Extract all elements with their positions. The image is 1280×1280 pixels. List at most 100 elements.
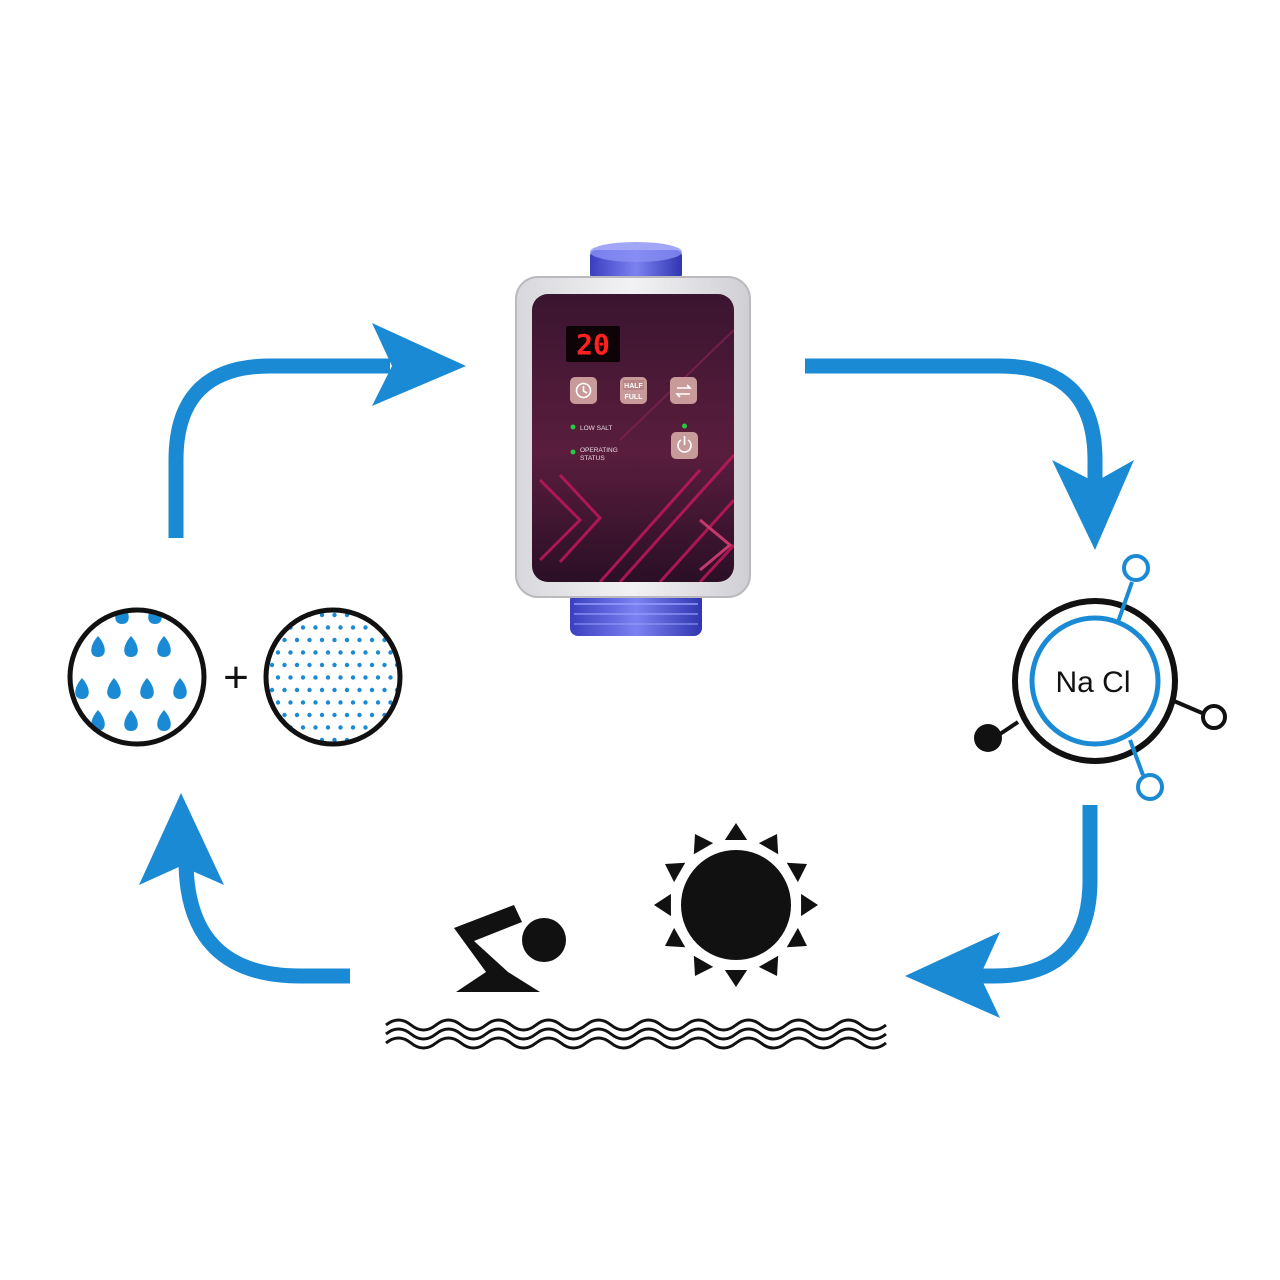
timer-button[interactable]	[570, 377, 597, 404]
salt-dot	[300, 675, 306, 680]
salt-dot	[382, 662, 387, 668]
salt-dot	[319, 712, 325, 718]
salt-particles-icon	[263, 607, 405, 747]
pool-scene	[385, 823, 887, 1050]
salt-dot	[369, 662, 375, 668]
salt-dot	[332, 612, 337, 618]
water-drop	[173, 678, 187, 699]
salt-dot	[307, 687, 312, 693]
digital-display	[566, 326, 620, 362]
salt-dot	[369, 637, 375, 643]
salt-dot	[382, 737, 387, 743]
salt-dot	[294, 737, 300, 743]
salt-dot	[319, 687, 325, 693]
sun-ray	[693, 955, 714, 977]
salt-dot	[307, 712, 312, 718]
salt-dot	[288, 650, 293, 655]
salt-dot	[275, 625, 281, 630]
arrowhead-left	[905, 932, 1000, 1018]
salt-dot	[300, 725, 306, 730]
sun-ray	[664, 862, 686, 883]
salt-dot	[269, 737, 275, 743]
salt-dot	[350, 625, 356, 630]
salt-dot	[363, 675, 368, 680]
salt-dot	[319, 637, 325, 643]
salt-dot	[338, 650, 343, 655]
salt-dot	[313, 675, 318, 680]
half-full-button[interactable]: HALF FULL	[620, 377, 647, 404]
salt-dot	[313, 700, 318, 705]
cycle-button[interactable]	[670, 377, 697, 404]
water-drop	[157, 710, 171, 731]
salt-dot	[401, 650, 405, 654]
salt-dot	[319, 662, 325, 668]
salt-dot	[388, 650, 393, 655]
salt-dot	[275, 700, 281, 705]
arrow-inputs-to-device	[168, 358, 390, 538]
salt-dot	[344, 662, 350, 668]
salt-dot	[300, 650, 306, 655]
arrow-pool-to-inputs	[178, 859, 350, 984]
salt-dot	[357, 687, 362, 693]
water-drop	[107, 678, 121, 699]
water-drop	[124, 710, 138, 731]
salt-dot	[300, 700, 306, 705]
salt-dot	[288, 675, 293, 680]
salt-dot	[313, 650, 318, 655]
sun-icon	[654, 823, 818, 987]
salt-dot	[282, 637, 287, 643]
salt-dot	[282, 612, 287, 618]
sun-ray	[664, 927, 686, 948]
sun-ray	[801, 893, 818, 917]
salt-dot	[394, 612, 400, 618]
swimmer-icon	[454, 905, 566, 992]
salt-dot	[275, 675, 281, 680]
salt-dot	[332, 712, 337, 718]
salt-dot	[388, 675, 393, 680]
salt-dot	[350, 700, 356, 705]
sun-ray	[758, 833, 779, 855]
inner-ring	[1029, 615, 1161, 747]
molecule-label: Na Cl	[1055, 666, 1130, 699]
salt-dot	[325, 725, 331, 730]
water-drop	[157, 636, 171, 657]
water-plus-salt: +	[67, 607, 405, 747]
salt-dot	[375, 675, 381, 680]
salt-dot	[319, 612, 325, 618]
salt-dot	[350, 675, 356, 680]
salt-dot	[344, 637, 350, 643]
salt-dot	[332, 662, 337, 668]
salt-dot	[363, 650, 368, 655]
arrow-molecule-to-pool	[970, 805, 1098, 984]
salt-dot	[382, 687, 387, 693]
sun-ray	[724, 823, 748, 840]
salt-dot	[401, 625, 405, 629]
water-drops-icon	[67, 607, 207, 747]
low-salt-label: LOW SALT	[580, 425, 612, 432]
sun-ray	[786, 927, 808, 948]
salt-dot	[282, 662, 287, 668]
salt-dot	[282, 712, 287, 718]
salt-dot	[369, 712, 375, 718]
water-drop	[140, 678, 154, 699]
salt-dot	[369, 687, 375, 693]
power-button[interactable]	[671, 432, 698, 459]
salt-dot	[275, 725, 281, 730]
salt-dot	[375, 700, 381, 705]
waves-icon	[385, 1018, 887, 1050]
salt-dot	[338, 725, 343, 730]
clock-icon	[575, 382, 592, 399]
salt-dot	[357, 637, 362, 643]
salt-dot	[357, 662, 362, 668]
salt-dot	[375, 650, 381, 655]
salt-dot	[332, 737, 337, 743]
salt-dot	[394, 737, 400, 743]
salt-dot	[313, 725, 318, 730]
salt-dot	[282, 687, 287, 693]
salt-dot	[357, 712, 362, 718]
bottom-pipe-connector	[570, 592, 702, 636]
salt-dot	[294, 612, 300, 618]
outer-ring	[1012, 598, 1178, 764]
salt-dot	[307, 637, 312, 643]
